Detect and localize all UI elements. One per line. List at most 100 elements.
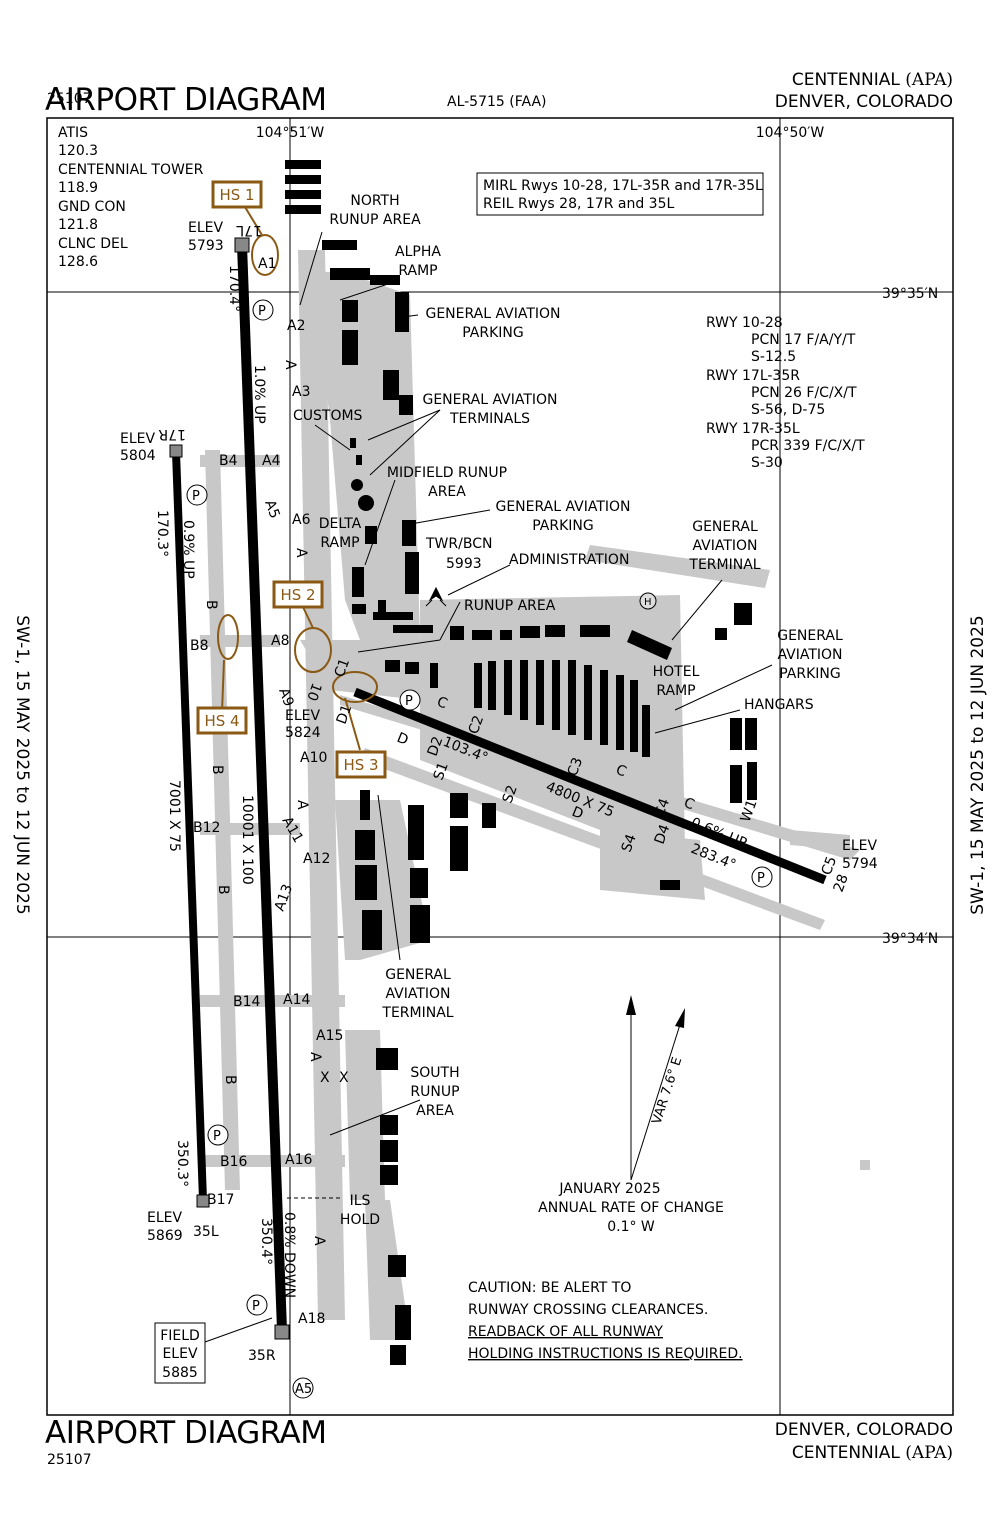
label-line: AREA <box>428 484 466 500</box>
label-line: RAMP <box>656 683 695 699</box>
parking-icon: P <box>252 1299 260 1314</box>
label-line: RUNUP AREA <box>329 212 421 228</box>
taxiway-label: B <box>203 600 219 610</box>
taxiway-label: A12 <box>303 851 330 867</box>
footer-location: DENVER, COLORADO <box>774 1420 953 1440</box>
magnetic-north-arrow-icon <box>675 1008 685 1028</box>
lon-east-label: 104°50′W <box>756 125 825 141</box>
dims-17R-35L: 7001 X 75 <box>166 780 182 852</box>
taxiway-label: A8 <box>271 633 289 649</box>
freq-name: GND CON <box>58 199 126 215</box>
parking-icon: P <box>757 871 765 886</box>
heading-35R: 350.4° <box>258 1218 274 1265</box>
field-elev-label: ELEV <box>162 1346 197 1362</box>
hangars-label: HANGARS <box>744 697 814 713</box>
freq-value: 121.8 <box>58 217 98 233</box>
label-line: PARKING <box>779 666 840 682</box>
label-line: ADMINISTRATION <box>509 552 629 568</box>
caution-line: HOLDING INSTRUCTIONS IS REQUIRED. <box>468 1346 743 1362</box>
label-line: AVIATION <box>385 986 450 1002</box>
label-line: GENERAL AVIATION <box>425 306 560 322</box>
hot-spot-1[interactable]: HS 1 <box>219 186 254 204</box>
hot-spot-3[interactable]: HS 3 <box>343 756 378 774</box>
tower-beacon-label: TWR/BCN <box>425 536 492 552</box>
field-elev-label: FIELD <box>160 1328 200 1344</box>
footer-chart-number: 25107 <box>47 1452 92 1468</box>
taxiway-label: A4 <box>262 453 281 469</box>
slope-17R: 0.9% UP <box>180 520 196 579</box>
elev-10: 5824 <box>285 725 321 741</box>
tower-beacon-icon <box>425 586 447 607</box>
rwy-28-id: 28 <box>831 872 852 894</box>
frequency-list: ATIS 120.3 CENTENNIAL TOWER 118.9 GND CO… <box>58 125 204 270</box>
leader-lines <box>204 231 773 1343</box>
label-line: ILS <box>350 1193 371 1209</box>
taxiway-label: A <box>311 1236 327 1246</box>
taxiway-label: A9 <box>275 686 296 709</box>
freq-value: 120.3 <box>58 143 98 159</box>
taxiway-label: A <box>307 1052 323 1062</box>
elev-17L: 5793 <box>188 238 224 254</box>
taxiway-label: S4 <box>619 832 640 854</box>
label-line: PARKING <box>532 518 593 534</box>
caution-line: CAUTION: BE ALERT TO <box>468 1280 631 1296</box>
heading-17L: 170.4° <box>226 265 242 312</box>
lighting-box <box>476 172 764 216</box>
taxiway-label: X <box>320 1070 330 1086</box>
label-line: HOLD <box>340 1212 380 1228</box>
taxiway-label: S1 <box>431 760 452 782</box>
lighting-line: MIRL Rwys 10-28, 17L-35R and 17R-35L <box>483 178 763 194</box>
label-line: TERMINAL <box>381 1005 453 1021</box>
taxiway-label: B4 <box>219 453 238 469</box>
elev-label: ELEV <box>285 708 320 724</box>
hot-spot-labels: HS 1 HS 2 HS 3 HS 4 <box>196 180 387 779</box>
strength-line: PCN 17 F/A/Y/T <box>751 332 856 348</box>
chart-title: AIRPORT DIAGRAM <box>45 82 327 118</box>
taxiway-label: A3 <box>292 384 310 400</box>
taxiway-label: C2 <box>466 713 487 736</box>
freq-name: CENTENNIAL TOWER <box>58 162 204 178</box>
runway-10-28 <box>353 687 827 885</box>
footer-airport-name-text: CENTENNIAL <box>791 1443 900 1463</box>
hot-spot-outlines <box>217 206 378 751</box>
magnetic-date: JANUARY 2025 <box>558 1181 660 1197</box>
strength-line: PCN 26 F/C/X/T <box>751 385 857 401</box>
label-line: GENERAL <box>385 967 451 983</box>
label-line: HOTEL <box>653 664 700 680</box>
administration-label: ADMINISTRATION <box>509 552 629 568</box>
elev-label: ELEV <box>842 838 877 854</box>
annual-rate-label: ANNUAL RATE OF CHANGE <box>538 1200 724 1216</box>
lat-south-label: 39°34′N <box>882 931 938 947</box>
label-line: TERMINALS <box>449 411 530 427</box>
rwy-35L-id: 35L <box>193 1224 219 1240</box>
taxiway-label: A13 <box>272 882 296 913</box>
label-line: TERMINAL <box>688 557 760 573</box>
ga-terminal-label: GENERAL AVIATION TERMINAL <box>381 967 453 1021</box>
taxiway-label: A6 <box>292 512 311 528</box>
chart-id: AL-5715 (FAA) <box>447 94 547 110</box>
footer-airport-id: (APA) <box>905 1443 953 1463</box>
tower-elev: 5993 <box>446 556 482 572</box>
caution-note: CAUTION: BE ALERT TO RUNWAY CROSSING CLE… <box>468 1280 743 1362</box>
label-line: RUNUP AREA <box>464 598 556 614</box>
label-line: AVIATION <box>777 647 842 663</box>
taxiway-labels: A1 A2 A3 A4 A5 A6 A8 A9 A10 A11 A12 A13 … <box>190 256 840 1399</box>
hot-spot-2[interactable]: HS 2 <box>280 586 315 604</box>
elev-label: ELEV <box>120 431 155 447</box>
lat-north-label: 39°35′N <box>882 286 938 302</box>
magnetic-variation: VAR 7.6° E <box>650 1055 686 1126</box>
label-line: TWR/BCN <box>425 536 492 552</box>
taxiway-label: B8 <box>190 638 209 654</box>
rwy-17R-id: 17R <box>158 426 186 442</box>
taxiway-label: B17 <box>207 1192 234 1208</box>
taxiway-label: B <box>215 885 231 895</box>
lon-west-label: 104°51′W <box>256 125 325 141</box>
hot-spot-4[interactable]: HS 4 <box>204 712 239 730</box>
label-line: MIDFIELD RUNUP <box>387 465 507 481</box>
runup-area-label: RUNUP AREA <box>464 598 556 614</box>
